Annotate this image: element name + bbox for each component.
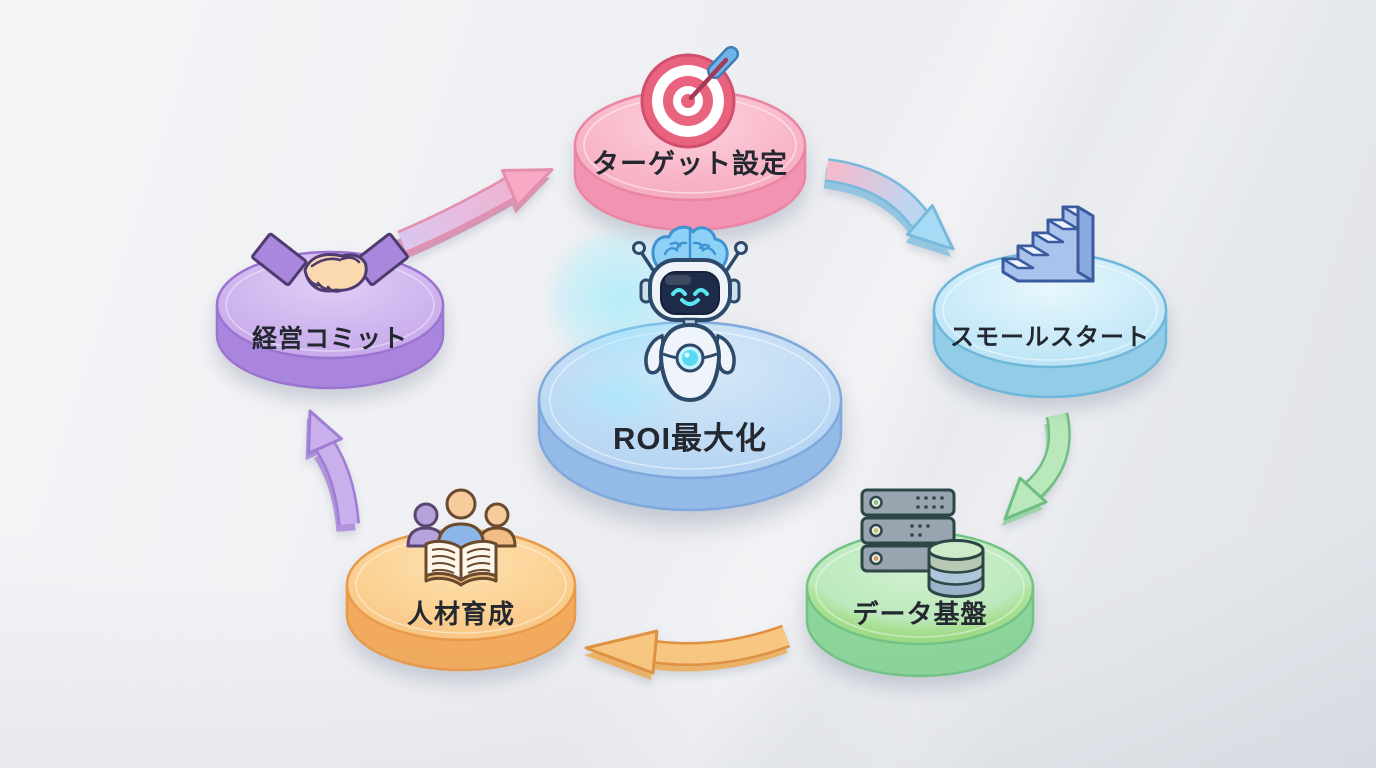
ai-robot-mascot <box>632 225 748 403</box>
arrow-data-to-talent <box>584 624 791 680</box>
arrow-talent-to-commit <box>305 409 360 532</box>
stairs-icon <box>1001 205 1095 283</box>
node-management-commitment: 経営コミット <box>214 232 446 391</box>
node-roi-maximization: ROI最大化 <box>516 199 844 513</box>
handshake-icon <box>251 232 409 293</box>
arrow-smallstart-to-data <box>1002 412 1071 526</box>
server-database-icon <box>860 488 985 598</box>
node-label: ターゲット設定 <box>592 149 788 179</box>
blue-disc <box>932 251 1168 399</box>
center-label: ROI最大化 <box>612 421 768 456</box>
node-label: スモールスタート <box>950 324 1150 351</box>
people-book-icon <box>406 488 517 587</box>
arrow-commit-to-target <box>395 168 554 260</box>
target-icon <box>640 46 739 149</box>
node-label: 経営コミット <box>251 325 409 353</box>
node-data-foundation: データ基盤 <box>804 488 1036 679</box>
node-target-setting: ターゲット設定 <box>572 46 808 233</box>
node-talent-development: 人材育成 <box>344 488 578 673</box>
node-label: データ基盤 <box>852 599 988 629</box>
node-label: 人材育成 <box>406 599 516 629</box>
arrow-target-to-smallstart <box>823 158 955 257</box>
purple-disc <box>215 250 445 390</box>
node-small-start: スモールスタート <box>931 205 1169 400</box>
